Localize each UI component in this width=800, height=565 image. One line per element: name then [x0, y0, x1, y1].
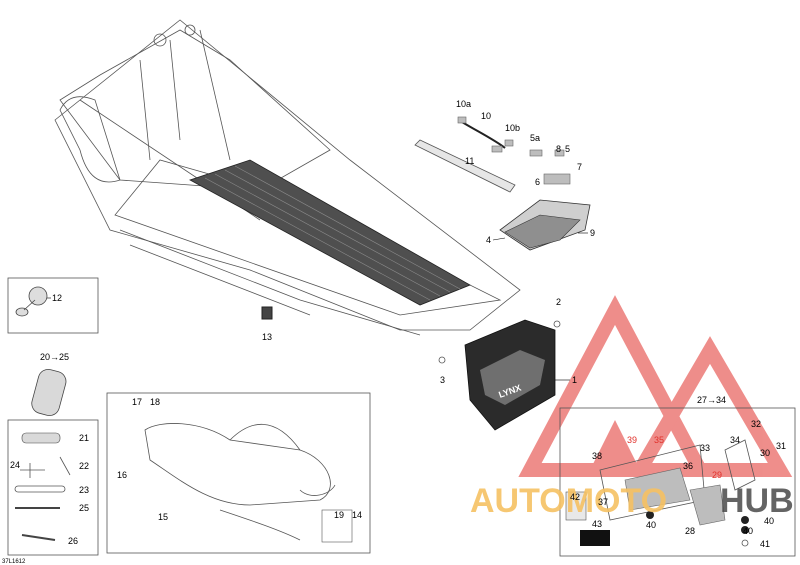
callout-40-c: 40	[743, 526, 753, 536]
callout-22: 22	[79, 461, 89, 471]
callout-23: 23	[79, 485, 89, 495]
callout-42: 42	[570, 492, 580, 502]
callout-38: 38	[592, 451, 602, 461]
watermark-text-b: HUB	[720, 482, 794, 520]
callout-32: 32	[751, 419, 761, 429]
watermark-text-a: AUTOMOTO	[470, 482, 667, 520]
callout-20-25: 20→25	[40, 352, 69, 362]
callout-16: 16	[117, 470, 127, 480]
wiring-harness	[457, 116, 571, 185]
callout-14: 14	[352, 510, 362, 520]
callout-8: 8	[556, 144, 561, 154]
mirror-box	[7, 277, 99, 334]
rear-grab-handle	[499, 199, 591, 251]
callout-1: 1	[572, 375, 577, 385]
callout-40-a: 40	[646, 520, 656, 530]
sled-box	[106, 392, 371, 554]
trim-strip	[414, 139, 516, 193]
callout-19: 19	[334, 510, 344, 520]
washer-3	[438, 356, 446, 364]
watermark-logo	[518, 295, 793, 477]
callout-21: 21	[79, 433, 89, 443]
callout-41: 41	[760, 539, 770, 549]
hitch-parts	[565, 439, 756, 547]
hitch-kit-box	[559, 407, 796, 557]
callout-10b: 10b	[505, 123, 520, 133]
callout-6: 6	[535, 177, 540, 187]
callout-3: 3	[440, 375, 445, 385]
callout-9: 9	[590, 228, 595, 238]
tool-kit-box	[7, 419, 99, 556]
snow-flap: LYNX	[464, 319, 556, 431]
diagram-code: 37L1612	[2, 559, 26, 565]
callout-35: 35	[654, 435, 664, 445]
callout-5: 5	[565, 144, 570, 154]
callout-10a: 10a	[456, 99, 471, 109]
washer-2	[553, 320, 561, 328]
callout-15: 15	[158, 512, 168, 522]
callout-11: 11	[465, 156, 474, 166]
tool-can	[31, 368, 67, 416]
callout-26: 26	[68, 536, 78, 546]
callout-33: 33	[700, 443, 710, 453]
callout-39: 39	[627, 435, 637, 445]
callout-43: 43	[592, 519, 602, 529]
tool-kit-items	[14, 432, 71, 541]
callout-29: 29	[712, 470, 722, 480]
callout-40-b: 40	[764, 516, 774, 526]
callout-4: 4	[486, 235, 491, 245]
bracket-part	[261, 306, 273, 320]
mirror-part	[15, 286, 48, 317]
callout-37: 37	[598, 497, 608, 507]
callout-10: 10	[481, 111, 491, 121]
callout-31: 31	[776, 441, 786, 451]
callout-30: 30	[760, 448, 770, 458]
callout-5a: 5a	[530, 133, 540, 143]
callout-7: 7	[577, 162, 582, 172]
callout-24: 24	[10, 460, 20, 470]
tunnel-heat-exchanger	[188, 159, 471, 306]
callouts: 1 2 3 4 5a 6 7 8 5 9 10a 10 10b 11 12 13…	[10, 99, 786, 549]
callout-12: 12	[52, 293, 62, 303]
callout-36: 36	[683, 461, 693, 471]
callout-17: 17	[132, 397, 142, 407]
callout-27-34: 27→34	[697, 395, 726, 405]
callout-13: 13	[262, 332, 272, 342]
callout-18: 18	[150, 397, 160, 407]
callout-34: 34	[730, 435, 740, 445]
sled-outline	[144, 423, 353, 543]
callout-2: 2	[556, 297, 561, 307]
callout-28: 28	[685, 526, 695, 536]
callout-25: 25	[79, 503, 89, 513]
